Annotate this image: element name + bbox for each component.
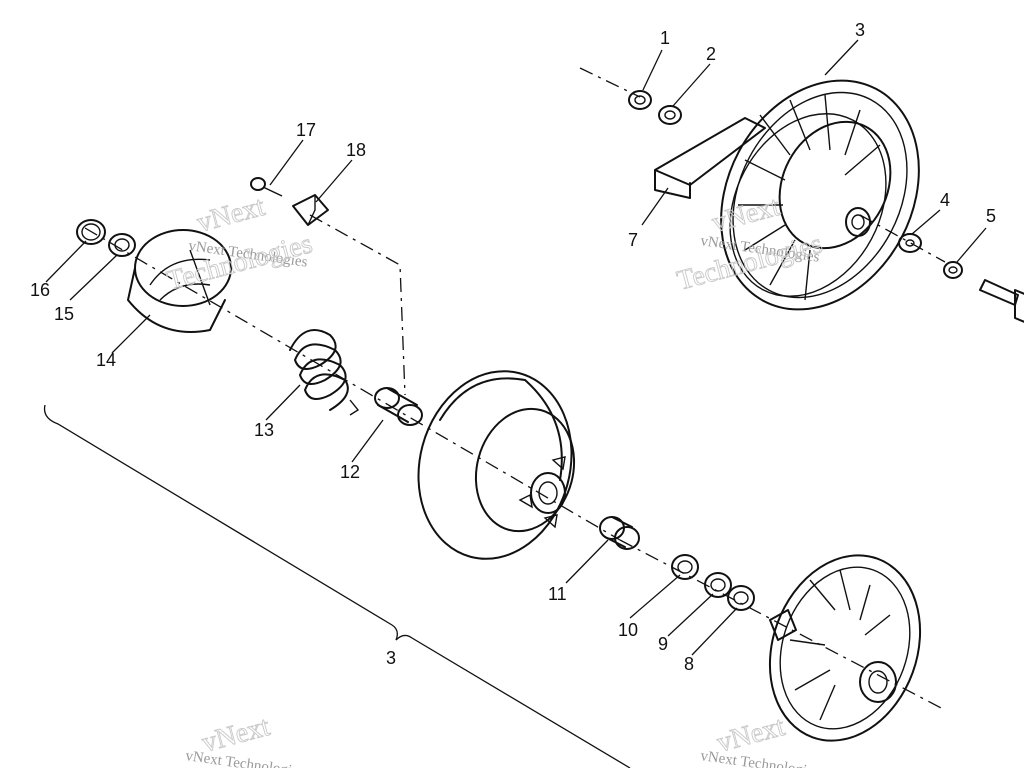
callout-labels: 1 2 3 4 5 7 17 18 16 15 14 13 12 11 10 9… [30, 20, 996, 674]
center-lines [84, 67, 946, 711]
callout-13: 13 [254, 420, 274, 440]
snap-ring-part-16 [76, 219, 106, 245]
moveable-sheave [417, 370, 576, 560]
watermark-brand-word-2: vNext [709, 191, 783, 239]
screw-part-17 [250, 177, 283, 197]
callout-2: 2 [706, 44, 716, 64]
callout-1: 1 [660, 28, 670, 48]
callout-3-upper: 3 [855, 20, 865, 40]
sheave-assembly-upper [654, 79, 920, 311]
watermark-brand-full-3: vNext Technologies [184, 748, 305, 768]
callout-11: 11 [548, 584, 567, 604]
bushing-part-11 [599, 516, 640, 550]
washer-part-10 [671, 554, 699, 580]
callout-8: 8 [684, 654, 694, 674]
washer-part-15 [108, 233, 136, 257]
watermark: vNext vNext Technologies Technologies vN… [163, 191, 826, 768]
watermark-brand-word-1: vNext [194, 191, 268, 239]
callout-17: 17 [296, 120, 316, 140]
callout-9: 9 [658, 634, 668, 654]
bolt [979, 279, 1024, 323]
spring-part-13 [289, 329, 360, 416]
watermark-brand-second-2: Technologies [674, 228, 826, 296]
washer-part-1 [628, 90, 652, 110]
callout-16: 16 [30, 280, 50, 300]
washer-part-8 [727, 585, 755, 611]
button-part-18 [292, 194, 329, 226]
callout-5: 5 [986, 206, 996, 226]
washer-part-9 [704, 572, 732, 598]
callout-7: 7 [628, 230, 638, 250]
callout-3-assembly: 3 [386, 648, 396, 668]
washer-part-4 [898, 233, 922, 253]
leader-lines [45, 39, 987, 656]
bushing-part-12 [374, 387, 423, 426]
watermark-brand-second-1: Technologies [164, 228, 316, 296]
callout-4: 4 [940, 190, 950, 210]
callout-14: 14 [96, 350, 116, 370]
callout-18: 18 [346, 140, 366, 160]
cam-part-14 [127, 229, 232, 333]
callout-12: 12 [340, 462, 360, 482]
assembly-brace [43, 404, 631, 768]
callout-15: 15 [54, 304, 74, 324]
watermark-brand-full-4: vNext Technologies [699, 748, 820, 768]
nut-part-5 [943, 261, 963, 279]
callout-10: 10 [618, 620, 638, 640]
fixed-sheave [768, 554, 922, 742]
washer-part-2 [658, 105, 682, 125]
